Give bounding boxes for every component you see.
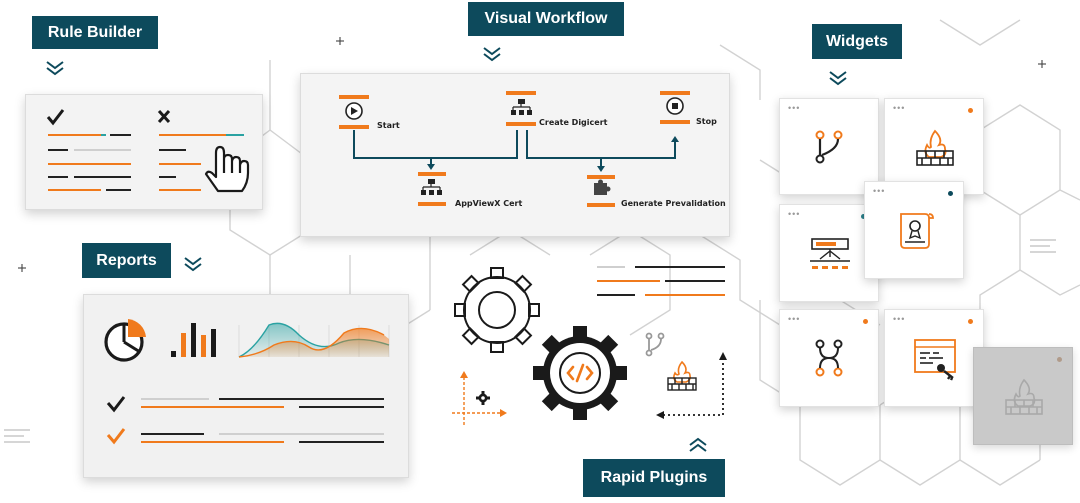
rapid-plugins-label: Rapid Plugins <box>583 459 725 497</box>
status-dot <box>861 214 866 219</box>
git-merge-icon <box>815 339 843 377</box>
generate-prevalidation-node <box>587 175 615 207</box>
menu-dots-icon[interactable]: ••• <box>873 186 886 196</box>
chevron-up-icon <box>689 437 707 452</box>
visual-workflow-label: Visual Workflow <box>468 2 624 36</box>
widget-server-network[interactable]: ••• <box>779 204 879 302</box>
checkmark-icon-orange <box>106 428 126 445</box>
checkmark-icon <box>106 396 126 413</box>
firewall-icon <box>1005 378 1043 415</box>
create-digicert-label: Create Digicert <box>539 118 608 127</box>
cross-icon <box>157 109 171 124</box>
menu-dots-icon[interactable]: ••• <box>788 103 801 113</box>
connector-start-appviewx <box>353 130 432 168</box>
status-dot <box>968 319 973 324</box>
connector-generate-stop <box>601 138 676 159</box>
code-gear-icon <box>533 326 627 420</box>
status-dot <box>948 191 953 196</box>
gear-outline-icon <box>454 267 540 353</box>
checkmark-icon <box>46 109 65 126</box>
widget-branch[interactable]: ••• <box>779 98 879 195</box>
hierarchy-icon <box>421 179 442 195</box>
bar-chart-icon <box>171 323 216 357</box>
reports-card <box>83 294 409 478</box>
hierarchy-icon <box>511 99 532 115</box>
axis-arrows-icon <box>452 371 507 425</box>
widgets-label: Widgets <box>812 24 902 59</box>
stop-label: Stop <box>696 117 717 126</box>
hand-pointer-icon <box>204 145 250 193</box>
area-chart-illustration <box>238 322 390 358</box>
rule-builder-content <box>46 109 250 193</box>
branch-icon <box>645 332 665 357</box>
connector-create-appviewx <box>431 130 518 159</box>
chevron-down-icon <box>829 71 847 86</box>
widget-firewall[interactable]: ••• <box>884 98 984 195</box>
widget-code-key[interactable]: ••• <box>884 309 984 407</box>
appviewx-cert-label: AppViewX Cert <box>455 199 523 208</box>
menu-dots-icon[interactable]: ••• <box>893 103 906 113</box>
code-key-icon <box>914 339 956 381</box>
start-label: Start <box>377 121 400 130</box>
widget-certificate[interactable]: ••• <box>864 181 964 279</box>
widget-firewall-disabled <box>973 347 1073 445</box>
pie-chart-icon <box>104 319 146 362</box>
branch-icon <box>815 130 843 164</box>
connector-create-generate <box>526 130 602 170</box>
puzzle-icon <box>594 179 611 195</box>
status-dot <box>1057 357 1062 362</box>
menu-dots-icon[interactable]: ••• <box>788 209 801 219</box>
firewall-icon <box>916 129 954 166</box>
create-digicert-node <box>506 91 536 126</box>
rule-builder-label: Rule Builder <box>32 16 158 49</box>
stop-node <box>660 91 690 124</box>
firewall-icon <box>667 360 697 391</box>
status-dot <box>863 319 868 324</box>
menu-dots-icon[interactable]: ••• <box>893 314 906 324</box>
menu-dots-icon[interactable]: ••• <box>788 314 801 324</box>
status-dot <box>968 108 973 113</box>
chevron-down-icon <box>184 257 202 272</box>
server-network-icon <box>810 238 850 269</box>
visual-workflow-card: Start Create Digicert Stop AppViewX Cert… <box>300 73 730 237</box>
chevron-down-icon <box>46 61 64 76</box>
text-lines-illustration <box>597 266 725 296</box>
start-node <box>339 95 369 129</box>
rule-builder-card <box>25 94 263 210</box>
reports-content <box>104 319 390 445</box>
rapid-plugins-illustration <box>452 267 727 425</box>
workflow-diagram <box>339 91 690 207</box>
widget-git-merge[interactable]: ••• <box>779 309 879 407</box>
chevron-down-icon <box>483 47 501 62</box>
dotted-arrow-icon <box>656 352 727 419</box>
appviewx-cert-node <box>418 172 446 206</box>
certificate-icon <box>900 213 934 249</box>
generate-prevalidation-label: Generate Prevalidation <box>621 199 726 208</box>
reports-label: Reports <box>82 243 171 278</box>
